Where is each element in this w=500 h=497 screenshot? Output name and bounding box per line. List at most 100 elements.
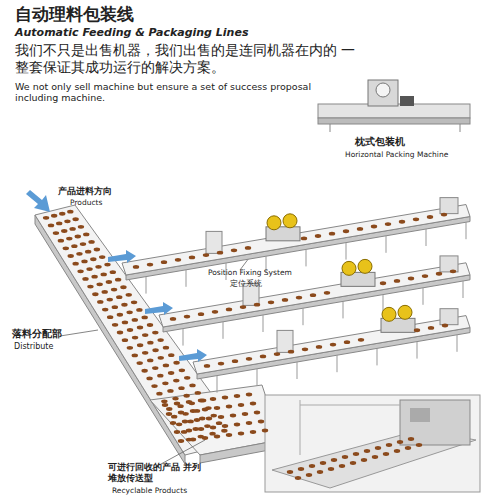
product <box>194 418 200 422</box>
product <box>174 430 180 434</box>
product <box>94 248 100 252</box>
product <box>147 263 153 267</box>
product <box>310 293 316 297</box>
product <box>413 217 419 221</box>
product <box>85 250 91 254</box>
product <box>353 452 359 456</box>
conveyor-top <box>159 263 470 327</box>
product <box>58 239 64 243</box>
product <box>238 403 244 407</box>
product <box>242 412 248 416</box>
product <box>232 359 238 363</box>
product <box>157 338 163 342</box>
product <box>107 315 113 319</box>
product <box>137 326 143 330</box>
product <box>122 320 128 324</box>
machine-head <box>368 80 398 106</box>
conveyor-top <box>122 205 470 275</box>
product <box>115 278 121 282</box>
product <box>96 282 102 286</box>
leader-line <box>60 330 98 336</box>
position-fixing-box <box>277 330 293 352</box>
leg <box>423 288 424 305</box>
product <box>173 379 179 383</box>
product <box>186 429 192 433</box>
product <box>131 300 137 304</box>
title: 自动理料包装线 <box>15 4 315 24</box>
product <box>385 222 391 226</box>
product <box>127 346 133 350</box>
product <box>147 341 153 345</box>
product <box>64 219 70 223</box>
product <box>436 272 442 276</box>
product <box>112 305 118 309</box>
product <box>182 420 188 424</box>
product <box>76 252 82 256</box>
product <box>71 244 77 248</box>
product <box>234 423 240 427</box>
product <box>364 449 370 453</box>
product <box>67 210 73 214</box>
callout-label: Position Fixing System <box>208 268 338 277</box>
product <box>156 392 162 396</box>
product <box>111 288 117 292</box>
product <box>126 293 132 297</box>
product <box>342 455 348 459</box>
flow-arrow <box>145 302 173 315</box>
leg <box>383 295 384 312</box>
product <box>152 348 158 352</box>
product <box>414 328 420 332</box>
product <box>141 369 147 373</box>
product <box>151 384 157 388</box>
product <box>189 256 195 260</box>
product <box>99 255 105 259</box>
product <box>168 371 174 375</box>
product <box>170 421 176 425</box>
product <box>258 420 264 424</box>
product <box>246 357 252 361</box>
leg <box>263 315 264 332</box>
control-panel <box>400 96 414 106</box>
product <box>298 467 304 471</box>
callout-label: 可进行回收的产品 并列堆放传送型 <box>108 462 208 484</box>
product <box>246 421 252 425</box>
product <box>212 310 218 314</box>
leg <box>457 335 458 352</box>
product <box>158 356 164 360</box>
product <box>132 354 138 358</box>
product <box>358 338 364 342</box>
product <box>136 308 142 312</box>
product <box>198 399 204 403</box>
film-roll <box>267 216 281 230</box>
product <box>127 328 133 332</box>
leg <box>337 355 338 372</box>
leg <box>460 124 461 132</box>
product <box>302 347 308 351</box>
product <box>202 436 208 440</box>
product <box>163 364 169 368</box>
product <box>296 296 302 300</box>
product <box>176 422 182 426</box>
product <box>117 313 123 317</box>
product <box>147 323 153 327</box>
film-roll <box>376 83 390 97</box>
product <box>372 455 378 459</box>
leg <box>346 243 347 260</box>
product <box>198 427 204 431</box>
product <box>122 338 128 342</box>
callout-label: Distribute <box>14 342 94 352</box>
product <box>254 411 260 415</box>
product <box>320 461 326 465</box>
product <box>190 409 196 413</box>
product <box>287 470 293 474</box>
product <box>231 248 237 252</box>
product <box>110 270 116 274</box>
product <box>222 424 228 428</box>
product <box>274 352 280 356</box>
product <box>222 396 228 400</box>
product <box>416 443 422 447</box>
product <box>147 359 153 363</box>
leg <box>386 236 387 253</box>
product <box>422 274 428 278</box>
callout-label: 定位系统 <box>230 279 310 289</box>
